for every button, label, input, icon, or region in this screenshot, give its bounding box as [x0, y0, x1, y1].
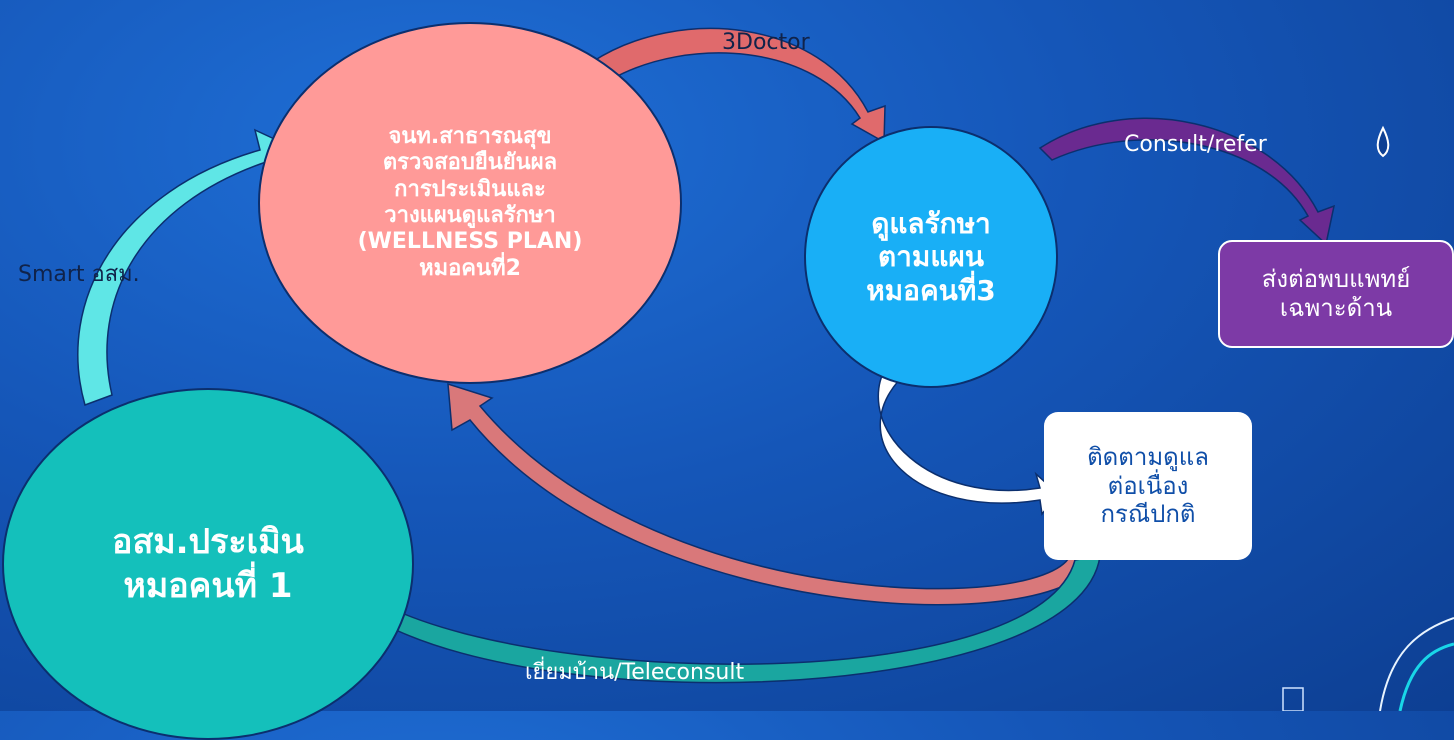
node-followup-label: ติดตามดูแล ต่อเนื่อง กรณีปกติ — [1087, 442, 1209, 529]
arrow-treatment-followup — [877, 367, 1060, 516]
node-health-officer: จนท.สาธารณสุข ตรวจสอบยืนยันผล การประเมิน… — [258, 22, 682, 384]
node-health-officer-label: จนท.สาธารณสุข ตรวจสอบยืนยันผล การประเมิน… — [357, 123, 583, 281]
node-volunteer-label: อสม.ประเมิน หมอคนที่ 1 — [112, 521, 304, 606]
edge-label-smart-osm: Smart อสม. — [18, 262, 140, 287]
node-volunteer-assessment: อสม.ประเมิน หมอคนที่ 1 — [2, 388, 414, 740]
corner-ring-decoration — [1379, 617, 1454, 711]
arrow-followup-officer — [447, 382, 1099, 606]
edge-label-home-visit: เยี่ยมบ้าน/Teleconsult — [525, 660, 745, 685]
node-specialist-referral: ส่งต่อพบแพทย์ เฉพาะด้าน — [1218, 240, 1454, 348]
node-treatment-label: ดูแลรักษา ตามแผน หมอคนที่3 — [866, 206, 996, 307]
edge-label-3doctor: 3Doctor — [722, 30, 810, 55]
edge-label-consult-refer: Consult/refer — [1124, 132, 1267, 157]
node-followup: ติดตามดูแล ต่อเนื่อง กรณีปกติ — [1044, 412, 1252, 560]
node-treatment: ดูแลรักษา ตามแผน หมอคนที่3 — [804, 126, 1058, 388]
corner-ring-decoration-2 — [1398, 642, 1454, 711]
corner-square-decoration — [1282, 687, 1304, 711]
water-drop-icon — [1376, 125, 1390, 158]
node-specialist-label: ส่งต่อพบแพทย์ เฉพาะด้าน — [1261, 265, 1411, 322]
diagram-canvas: อสม.ประเมิน หมอคนที่ 1 จนท.สาธารณสุข ตรว… — [2, 22, 1454, 740]
